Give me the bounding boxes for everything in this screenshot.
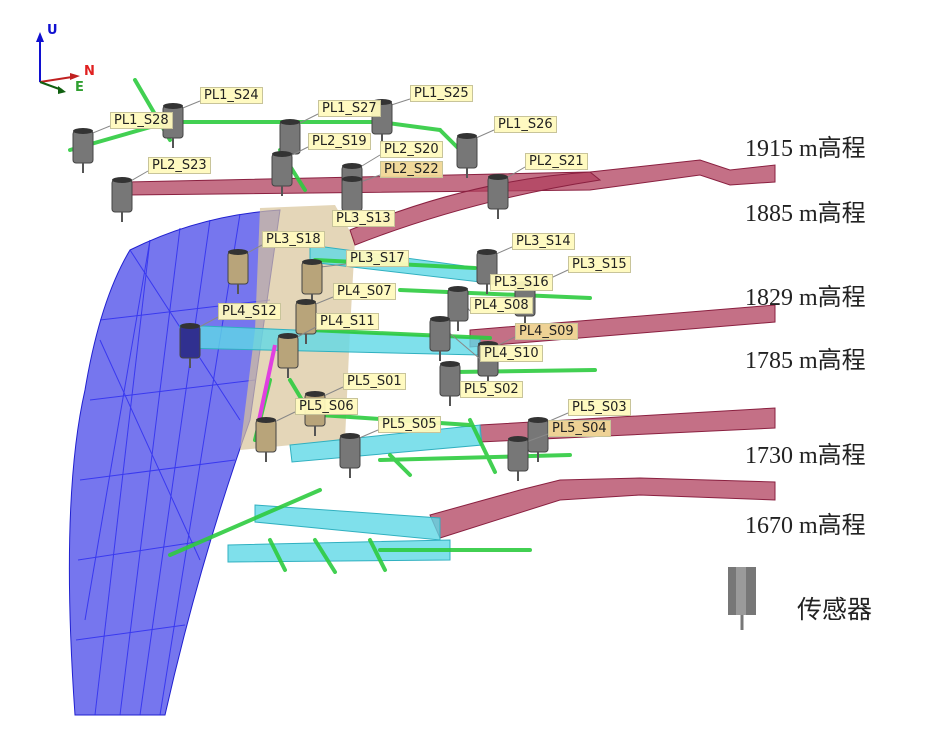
- sensor-icon[interactable]: [456, 129, 495, 178]
- sensor-label-pl1_s25[interactable]: PL1_S25: [410, 85, 473, 102]
- sensor-label-pl2_s21[interactable]: PL2_S21: [525, 153, 588, 170]
- sensor-label-pl3_s14[interactable]: PL3_S14: [512, 233, 575, 250]
- sensor-icon[interactable]: [227, 244, 263, 294]
- sensor-label-pl2_s23[interactable]: PL2_S23: [148, 157, 211, 174]
- sensor-label-pl1_s28[interactable]: PL1_S28: [110, 112, 173, 129]
- sensor-icon[interactable]: [111, 170, 149, 222]
- legend-sensor-label: 传感器: [797, 597, 873, 624]
- axis-triad: [36, 32, 80, 94]
- elevation-1670: 1670 m高程: [745, 513, 866, 539]
- sensor-label-pl4_s09[interactable]: PL4_S09: [515, 323, 578, 340]
- sensor-label-pl3_s13[interactable]: PL3_S13: [332, 210, 395, 227]
- sensor-icon[interactable]: [429, 316, 481, 361]
- sensor-label-pl1_s24[interactable]: PL1_S24: [200, 87, 263, 104]
- axis-e-label: E: [75, 80, 84, 95]
- sensor-label-pl2_s22[interactable]: PL2_S22: [380, 161, 443, 178]
- sensor-label-pl5_s03[interactable]: PL5_S03: [568, 399, 631, 416]
- elevation-1885: 1885 m高程: [745, 201, 866, 227]
- sensor-icon[interactable]: [487, 166, 526, 219]
- elevation-1915: 1915 m高程: [745, 136, 866, 162]
- sensor-label-pl1_s27[interactable]: PL1_S27: [318, 100, 381, 117]
- sensor-icon[interactable]: [339, 429, 379, 478]
- sensor-label-pl3_s17[interactable]: PL3_S17: [346, 250, 409, 267]
- sensor-label-pl4_s08[interactable]: PL4_S08: [470, 297, 533, 314]
- legend-sensor-icon: [728, 567, 756, 630]
- sensor-icon[interactable]: [527, 412, 569, 462]
- sensor-label-pl4_s10[interactable]: PL4_S10: [480, 345, 543, 362]
- axis-u-label: U: [47, 23, 58, 38]
- sensor-label-pl5_s06[interactable]: PL5_S06: [295, 398, 358, 415]
- sensor-icon[interactable]: [447, 286, 471, 331]
- sensor-label-pl2_s20[interactable]: PL2_S20: [380, 141, 443, 158]
- axis-n-label: N: [84, 64, 95, 79]
- sensor-label-pl4_s12[interactable]: PL4_S12: [218, 303, 281, 320]
- sensor-label-pl5_s04[interactable]: PL5_S04: [548, 420, 611, 437]
- sensor-icon[interactable]: [271, 146, 309, 196]
- sensor-icon[interactable]: [255, 411, 296, 462]
- sensor-icon[interactable]: [507, 433, 549, 481]
- sensor-label-pl4_s11[interactable]: PL4_S11: [316, 313, 379, 330]
- sensor-icon[interactable]: [277, 326, 317, 378]
- sensor-label-pl1_s26[interactable]: PL1_S26: [494, 116, 557, 133]
- sensor-icon[interactable]: [72, 125, 111, 173]
- sensor-label-pl3_s15[interactable]: PL3_S15: [568, 256, 631, 273]
- sensor-label-pl3_s16[interactable]: PL3_S16: [490, 274, 553, 291]
- sensor-label-pl3_s18[interactable]: PL3_S18: [262, 231, 325, 248]
- elevation-1829: 1829 m高程: [745, 285, 866, 311]
- sensor-label-pl2_s19[interactable]: PL2_S19: [308, 133, 371, 150]
- elevation-1785: 1785 m高程: [745, 348, 866, 374]
- sensor-cylinders: [72, 98, 569, 481]
- sensor-label-pl5_s01[interactable]: PL5_S01: [343, 373, 406, 390]
- sensor-label-pl5_s02[interactable]: PL5_S02: [460, 381, 523, 398]
- sensor-icon[interactable]: [439, 361, 461, 406]
- sensor-icon[interactable]: [179, 316, 219, 368]
- inclinometer-line: [256, 344, 277, 426]
- sensor-label-pl5_s05[interactable]: PL5_S05: [378, 416, 441, 433]
- elevation-1730: 1730 m高程: [745, 443, 866, 469]
- sensor-label-pl4_s07[interactable]: PL4_S07: [333, 283, 396, 300]
